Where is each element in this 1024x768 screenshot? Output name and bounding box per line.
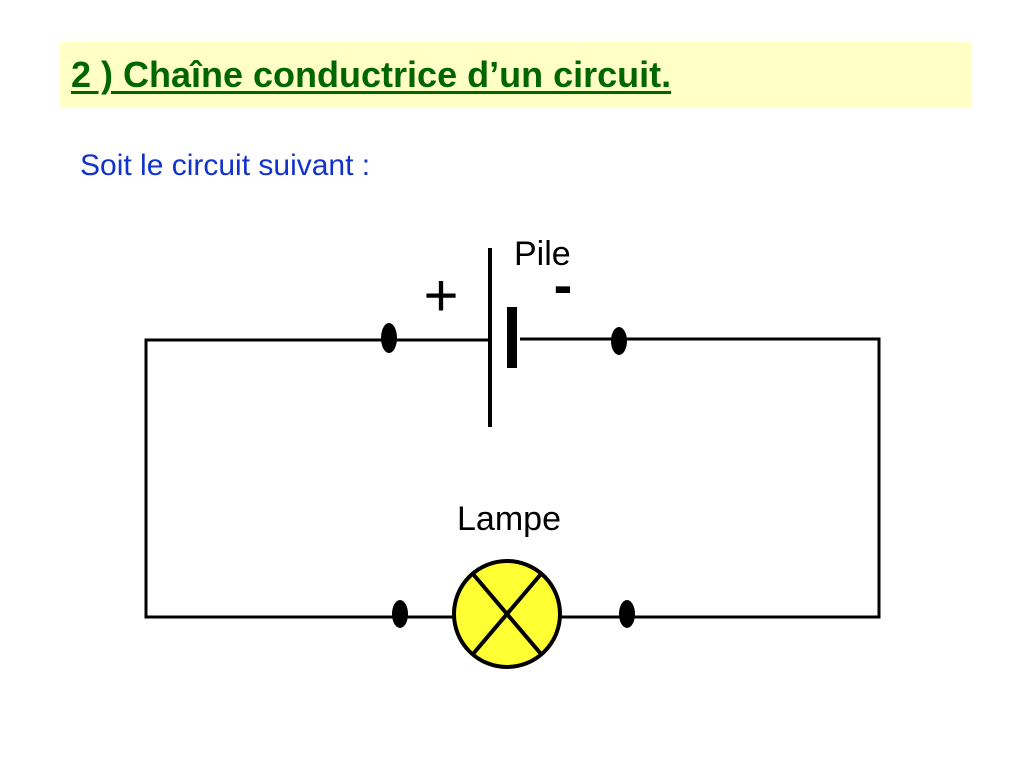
wire-top-right xyxy=(520,337,881,619)
battery-minus-sign: - xyxy=(554,253,573,316)
lamp-right-terminal xyxy=(619,600,635,628)
wire-top-left xyxy=(144,338,489,619)
battery-label: Pile xyxy=(514,235,571,273)
lamp-left-terminal xyxy=(392,600,408,628)
battery-negative-terminal xyxy=(611,327,627,355)
intro-text: Soit le circuit suivant : xyxy=(80,149,371,182)
title-banner: 2 ) Chaîne conductrice d’un circuit. xyxy=(60,42,972,108)
battery-positive-terminal xyxy=(381,323,397,353)
lamp-icon xyxy=(452,559,562,669)
lamp-label: Lampe xyxy=(457,500,561,538)
slide-title: 2 ) Chaîne conductrice d’un circuit. xyxy=(71,54,672,95)
battery-plus-sign: + xyxy=(423,262,458,329)
